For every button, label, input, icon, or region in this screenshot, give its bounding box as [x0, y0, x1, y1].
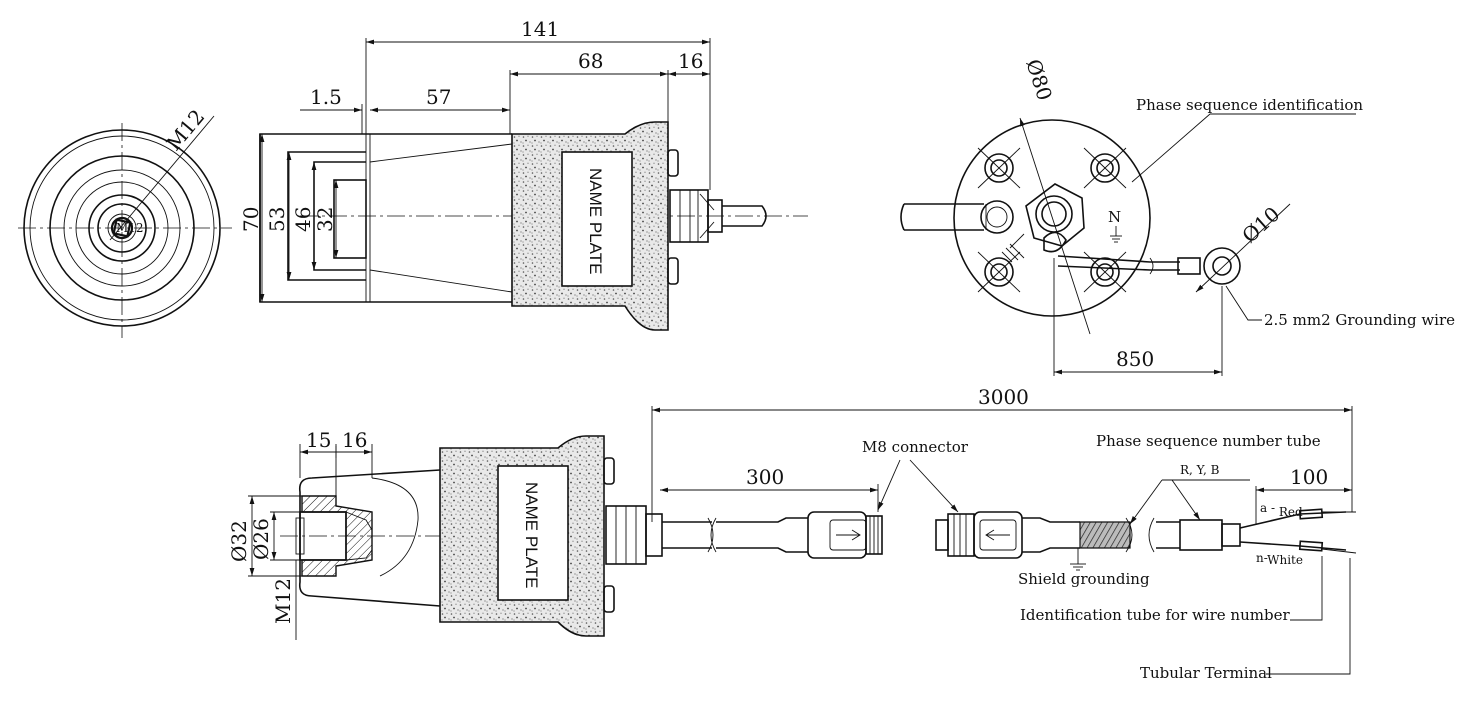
- dim-300: 300: [746, 465, 784, 489]
- dim-dia26: Ø26: [249, 518, 273, 560]
- dim-46: 46: [291, 207, 315, 232]
- dim-68: 68: [578, 49, 603, 73]
- neutral-mark: N: [1108, 208, 1121, 226]
- label-ryb: R, Y, B: [1180, 463, 1220, 477]
- label-n-prefix: n-: [1256, 551, 1268, 565]
- label-red: Red: [1279, 505, 1303, 519]
- dim-53: 53: [265, 207, 289, 232]
- label-shield-grounding: Shield grounding: [1018, 570, 1150, 588]
- label-a-prefix: a -: [1260, 501, 1279, 515]
- dim-3000: 3000: [978, 385, 1029, 409]
- dim-32: 32: [313, 207, 337, 232]
- name-plate-bottom: NAME PLATE: [522, 482, 541, 588]
- dim-57: 57: [426, 85, 451, 109]
- side-view: NAME PLATE 141 68 16 1.5 57 70 53: [239, 17, 808, 331]
- dim-70: 70: [239, 207, 263, 232]
- section-view: NAME PLATE 15 16 Ø32 Ø26 M12: [227, 428, 663, 640]
- label-white: White: [1267, 553, 1303, 567]
- dim-16-top: 16: [678, 49, 703, 73]
- dim-15: 15: [306, 428, 331, 452]
- svg-text:n-White: n-White: [1256, 551, 1303, 567]
- name-plate-top: NAME PLATE: [586, 168, 605, 274]
- svg-text:a - Red: a - Red: [1260, 501, 1303, 519]
- label-tubular-terminal: Tubular Terminal: [1140, 664, 1272, 682]
- label-phase-sequence-identification: Phase sequence identification: [1136, 96, 1363, 114]
- label-grounding-wire: 2.5 mm2 Grounding wire: [1264, 311, 1455, 329]
- dim-141: 141: [521, 17, 559, 41]
- dim-100: 100: [1290, 465, 1328, 489]
- dim-16-bottom: 16: [342, 428, 367, 452]
- label-m8-connector: M8 connector: [862, 438, 969, 456]
- dim-dia32: Ø32: [227, 520, 251, 562]
- label-phase-sequence-number-tube: Phase sequence number tube: [1096, 432, 1321, 450]
- front-view: M12 M12: [18, 105, 232, 338]
- dim-850: 850: [1116, 347, 1154, 371]
- dim-dia80: Ø80: [1021, 56, 1057, 103]
- dim-1-5: 1.5: [310, 85, 342, 109]
- cable-assembly: 3000 300 100 M8 connector Phase sequence…: [651, 385, 1357, 682]
- label-identification-tube: Identification tube for wire number: [1020, 606, 1290, 624]
- rear-view: N Ø80 Ø10 850 Phase sequence identificat…: [900, 56, 1455, 376]
- dim-m12-section: M12: [271, 578, 295, 624]
- dim-dia10: Ø10: [1237, 202, 1284, 248]
